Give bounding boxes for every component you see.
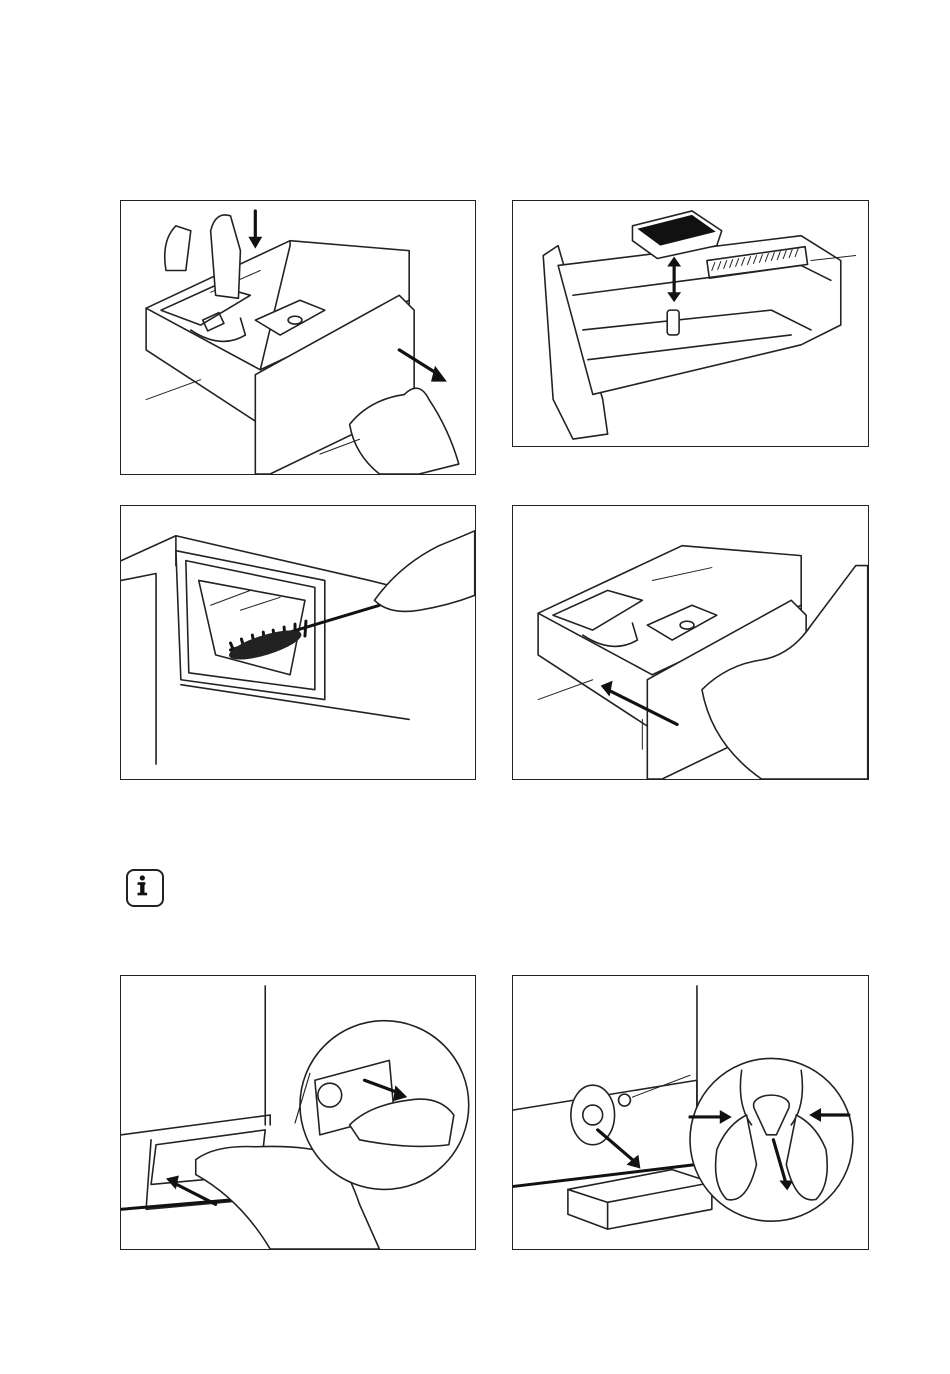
figure-clean-dispenser-recess xyxy=(120,505,476,780)
info-icon xyxy=(126,869,164,907)
figure-remove-dispenser xyxy=(120,200,476,475)
figure-remove-softener-insert xyxy=(512,200,869,447)
hand-icon xyxy=(374,531,474,612)
figure-open-filter-flap xyxy=(120,975,476,1250)
arrow-icon xyxy=(173,1182,216,1204)
finger-press-icon xyxy=(165,226,191,271)
arrow-icon xyxy=(598,1130,633,1160)
figure-remove-emergency-hose xyxy=(512,975,869,1250)
figure-reinsert-dispenser xyxy=(512,505,869,780)
